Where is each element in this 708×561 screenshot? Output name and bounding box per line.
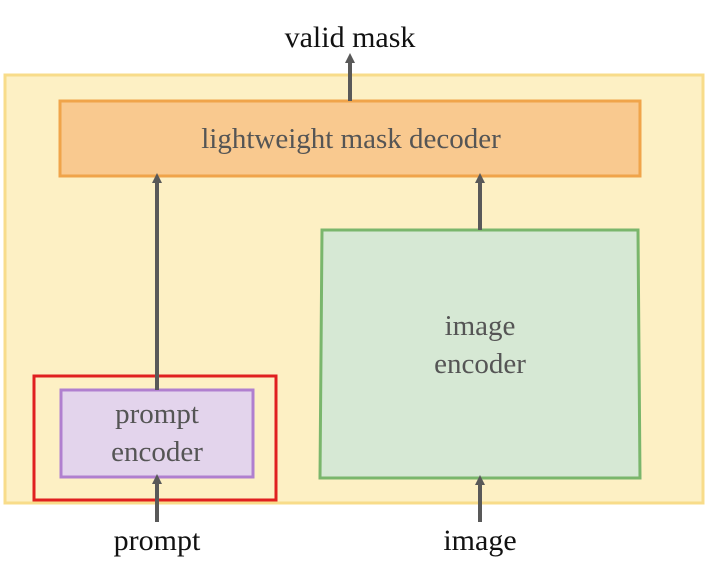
image-input-label: image <box>443 524 516 557</box>
image-encoder-label-line2: encoder <box>434 348 526 380</box>
prompt-encoder-label-line1: prompt <box>115 398 199 430</box>
prompt-encoder-label-line2: encoder <box>111 436 203 468</box>
image-encoder-box <box>318 228 642 480</box>
decoder-box <box>58 99 642 178</box>
image-encoder-label-line1: image <box>445 310 516 342</box>
prompt-input-label: prompt <box>114 524 201 557</box>
decoder-label: lightweight mask decoder <box>201 123 501 155</box>
output-label: valid mask <box>285 21 416 54</box>
